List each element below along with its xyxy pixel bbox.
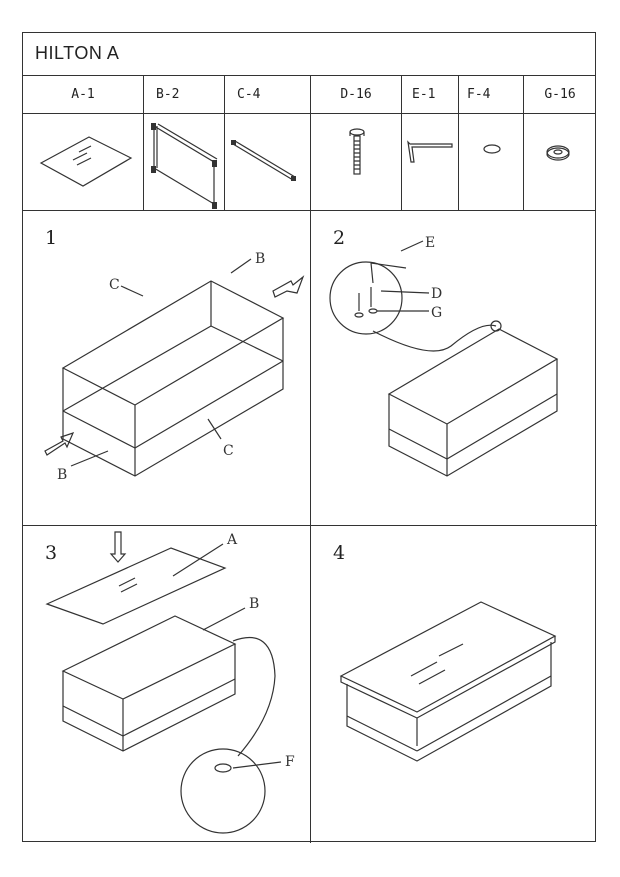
step-1-diagram: C B C B	[44, 251, 305, 483]
part-image-c	[225, 114, 311, 211]
part-image-e	[402, 114, 459, 211]
callout-label: A	[226, 532, 238, 548]
part-label-e: E-1	[402, 76, 459, 114]
callout-label: F	[285, 754, 295, 770]
step-3-diagram: F A B	[45, 531, 295, 834]
part-label-text: D-16	[340, 87, 372, 102]
part-label-text: C-4	[237, 87, 261, 102]
glass-top-icon	[39, 136, 133, 187]
title-bar: HILTON A	[23, 33, 595, 76]
instruction-sheet: HILTON A A-1 B-2 C-4 D-16 E-1 F-4 G-16	[22, 32, 597, 843]
step-number: 4	[333, 542, 346, 564]
step-3-panel: 3 F A B	[23, 526, 311, 843]
allen-key-icon	[407, 140, 453, 163]
part-label-b: B-2	[144, 76, 225, 114]
frame-icon	[151, 123, 218, 209]
step-1-panel: 1 C B C B	[23, 211, 311, 526]
pad-icon	[483, 144, 501, 154]
part-label-a: A-1	[23, 76, 144, 114]
part-image-b	[144, 114, 225, 211]
callout-label: C	[223, 443, 234, 459]
washer-icon	[546, 145, 570, 161]
part-label-f: F-4	[459, 76, 524, 114]
callout-label: B	[255, 251, 265, 267]
product-title: HILTON A	[35, 43, 120, 63]
part-label-text: A-1	[71, 87, 95, 102]
part-label-d: D-16	[311, 76, 402, 114]
part-image-g	[524, 114, 596, 211]
callout-label: B	[249, 596, 259, 612]
step-2-panel: 2 E D G	[311, 211, 597, 526]
callout-label: E	[425, 235, 435, 251]
part-label-text: G-16	[544, 87, 576, 102]
part-image-d	[311, 114, 402, 211]
part-label-text: E-1	[412, 87, 436, 102]
part-label-c: C-4	[225, 76, 311, 114]
callout-label: D	[431, 286, 442, 302]
step-4-diagram	[339, 601, 557, 762]
part-label-text: F-4	[467, 87, 491, 102]
part-label-text: B-2	[156, 87, 180, 102]
bar-icon	[231, 140, 296, 181]
part-image-f	[459, 114, 524, 211]
step-number: 3	[45, 542, 58, 564]
step-number: 2	[333, 227, 346, 249]
step-number: 1	[45, 227, 58, 249]
step-2-diagram: E D G	[329, 235, 559, 477]
part-image-a	[23, 114, 144, 211]
bolt-icon	[349, 128, 365, 175]
callout-label: B	[57, 467, 67, 483]
callout-label: G	[431, 305, 442, 321]
step-4-panel: 4	[311, 526, 597, 843]
callout-label: C	[109, 277, 120, 293]
part-label-g: G-16	[524, 76, 596, 114]
